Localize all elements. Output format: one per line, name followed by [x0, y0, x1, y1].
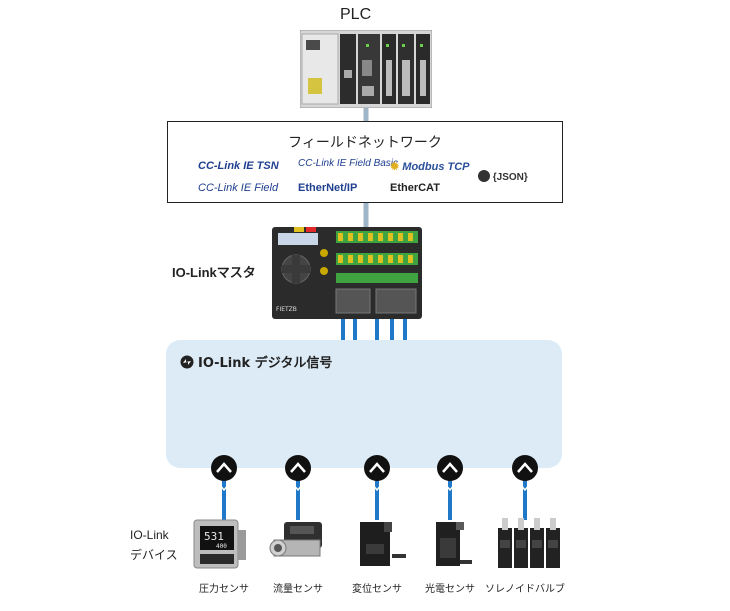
- io-link-signal-area: [166, 340, 562, 468]
- port-connector-icon: [285, 455, 311, 492]
- device-label-flow-sensor: 流量センサ: [273, 584, 323, 595]
- io-link-signal-label: IO-Link デジタル信号: [180, 352, 332, 371]
- ethernet-ip-logo: EtherNet/IP: [298, 182, 358, 194]
- port-connector-icon: [211, 455, 237, 492]
- master-brand-text: FIETZB: [276, 306, 297, 313]
- io-link-master-image: FIETZB: [272, 227, 422, 319]
- pressure-display-bottom: 400: [216, 543, 227, 550]
- pressure-sensor-image: 531 400: [193, 519, 246, 569]
- solenoid-valve-image: [498, 518, 560, 568]
- cclink-ie-field-basic-logo: CC-Link IE Field Basic: [298, 158, 399, 169]
- flow-sensor-image: [269, 522, 322, 557]
- modbus-tcp-logo: ✹ Modbus TCP: [390, 161, 470, 173]
- field-network-title: フィールドネットワーク: [288, 135, 442, 151]
- port-connector-icon: [512, 455, 538, 492]
- io-link-device-label-line1: IO-Link: [130, 528, 169, 542]
- device-label-pressure-sensor: 圧力センサ: [199, 584, 249, 595]
- cclink-ie-field-logo: CC-Link IE Field: [198, 182, 279, 194]
- io-link-logo-icon: [180, 355, 194, 369]
- io-link-signal-text: IO-Link デジタル信号: [198, 356, 333, 371]
- device-label-photoelectric-sensor: 光電センサ: [425, 584, 475, 595]
- displacement-sensor-image: [360, 522, 406, 566]
- io-link-device-label-line2: デバイス: [130, 548, 178, 562]
- plc-title: PLC: [340, 6, 372, 23]
- plc-unit-image: [300, 30, 432, 108]
- ethercat-logo: EtherCAT: [390, 182, 440, 194]
- json-logo: {JSON}: [478, 170, 528, 183]
- field-network-box: フィールドネットワーク CC-Link IE TSN CC-Link IE Fi…: [167, 121, 563, 203]
- device-label-solenoid-valve: ソレノイドバルブ: [485, 584, 565, 595]
- cclink-ie-tsn-logo: CC-Link IE TSN: [198, 160, 279, 172]
- io-link-master-label: IO-Linkマスタ: [172, 265, 256, 280]
- pressure-display-top: 531: [204, 530, 224, 543]
- photoelectric-sensor-image: [436, 522, 472, 566]
- device-label-displacement-sensor: 変位センサ: [352, 584, 402, 595]
- port-connector-icon: [364, 455, 390, 492]
- port-connector-icon: [437, 455, 463, 492]
- modbus-gear-icon: ✹: [390, 161, 400, 173]
- json-circle-icon: [478, 170, 490, 182]
